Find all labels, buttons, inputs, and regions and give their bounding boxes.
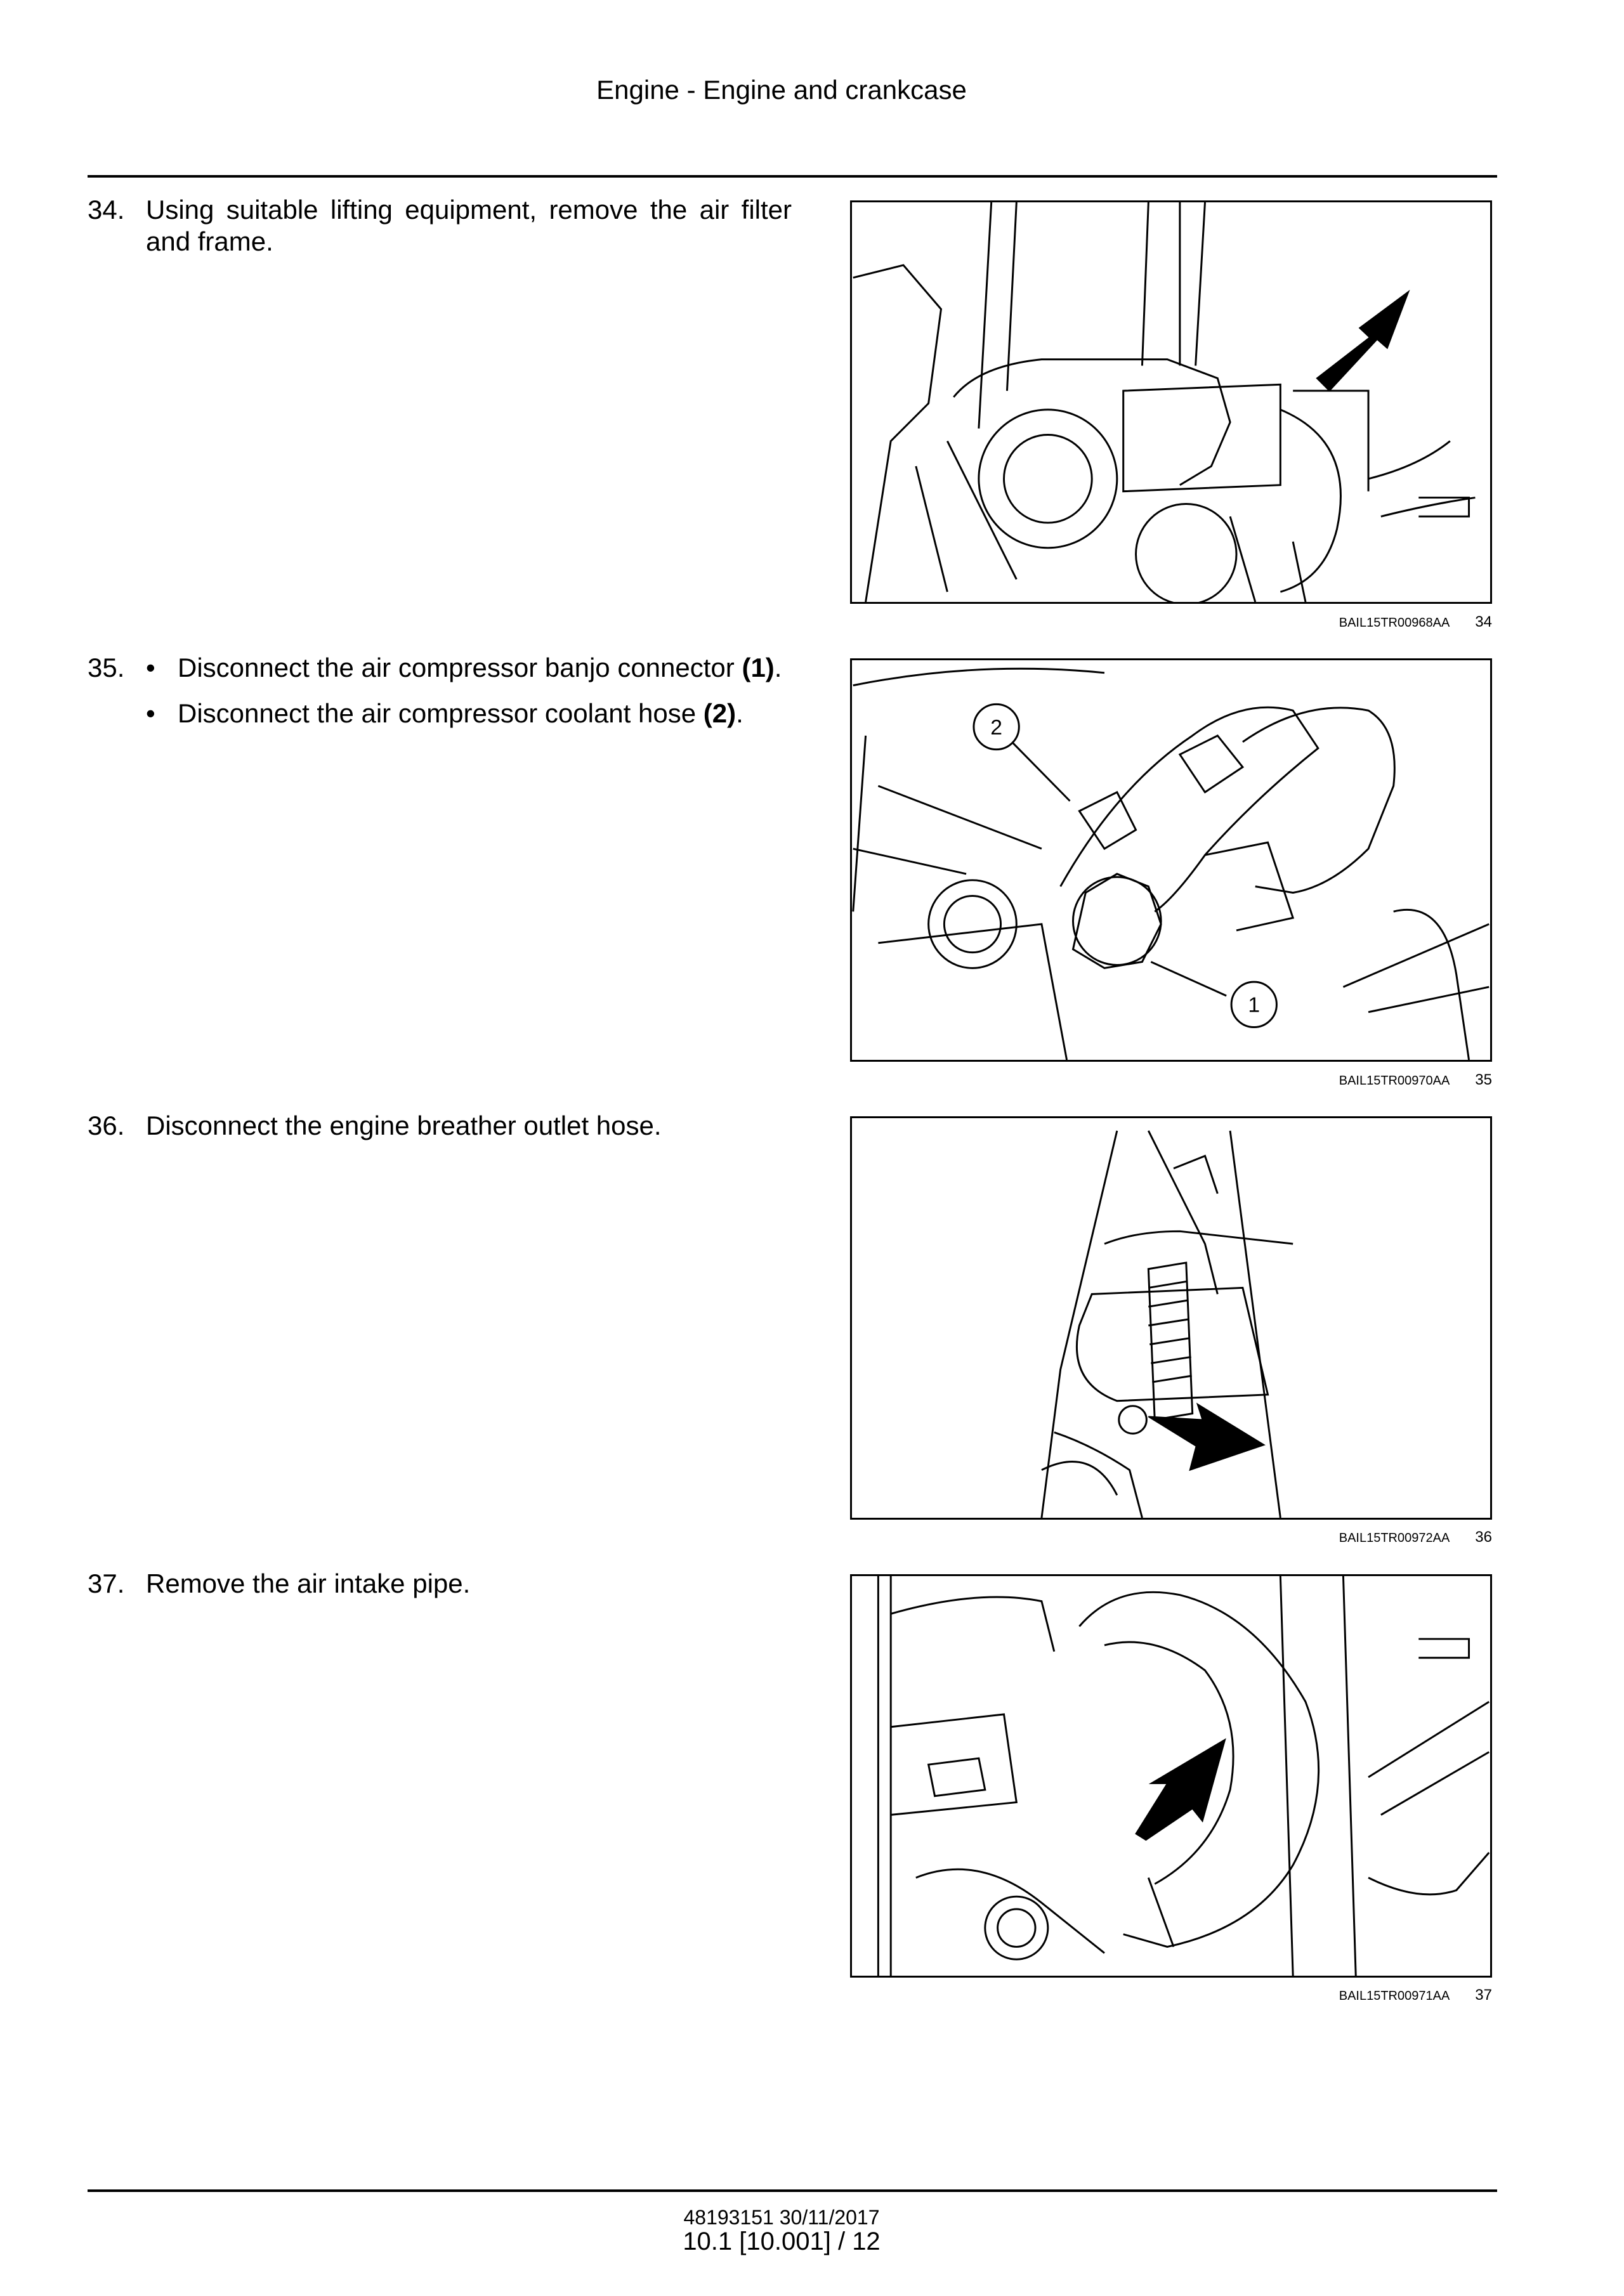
step-number: 36. [88,1111,125,1140]
bullet-end: . [774,653,782,682]
step-text: Disconnect the engine breather outlet ho… [146,1111,662,1140]
footer-page-number: 10.1 [10.001] / 12 [683,2228,881,2255]
bullet-text: Disconnect the air compressor coolant ho… [178,698,704,728]
figure-36-illustration [850,1116,1492,1520]
step-text: Using suitable lifting equipment, remove… [146,195,792,256]
figure-34-illustration [850,200,1492,604]
figure-number: 36 [1475,1529,1492,1546]
figure-caption-36: BAIL15TR00972AA 36 [850,1529,1492,1546]
header-rule [88,175,1497,178]
step-number: 35. [88,653,125,682]
figure-37-illustration [850,1574,1492,1978]
figure-code: BAIL15TR00971AA [1339,1989,1450,2003]
figure-number: 35 [1475,1071,1492,1088]
step-number: 34. [88,195,125,225]
bullet-text: Disconnect the air compressor banjo conn… [178,653,742,682]
callout-2: 2 [990,716,1002,740]
bullet-dot: • [146,653,155,682]
bullet-item: • Disconnect the air compressor coolant h… [146,698,792,729]
callout-1: 1 [1248,994,1260,1017]
bullet-ref: (1) [742,653,775,682]
figure-caption-35: BAIL15TR00970AA 35 [850,1071,1492,1089]
figure-caption-34: BAIL15TR00968AA 34 [850,613,1492,631]
step-number: 37. [88,1569,125,1598]
figure-code: BAIL15TR00970AA [1339,1074,1450,1088]
step-bullets: • Disconnect the air compressor banjo con… [146,652,792,743]
figure-code: BAIL15TR00968AA [1339,616,1450,630]
bullet-end: . [736,698,743,728]
bullet-ref: (2) [703,698,737,728]
footer-doc-number: 48193151 30/11/2017 [683,2206,880,2229]
step-text: Remove the air intake pipe. [146,1569,471,1598]
bullet-dot: • [146,698,155,728]
figure-caption-37: BAIL15TR00971AA 37 [850,1986,1492,2004]
footer-rule [88,2189,1497,2192]
figure-35-illustration: 2 1 [850,658,1492,1062]
figure-code: BAIL15TR00972AA [1339,1531,1450,1545]
figure-number: 37 [1475,1986,1492,2004]
header-title: Engine - Engine and crankcase [596,75,967,105]
figure-number: 34 [1475,613,1492,630]
bullet-item: • Disconnect the air compressor banjo con… [146,652,792,684]
